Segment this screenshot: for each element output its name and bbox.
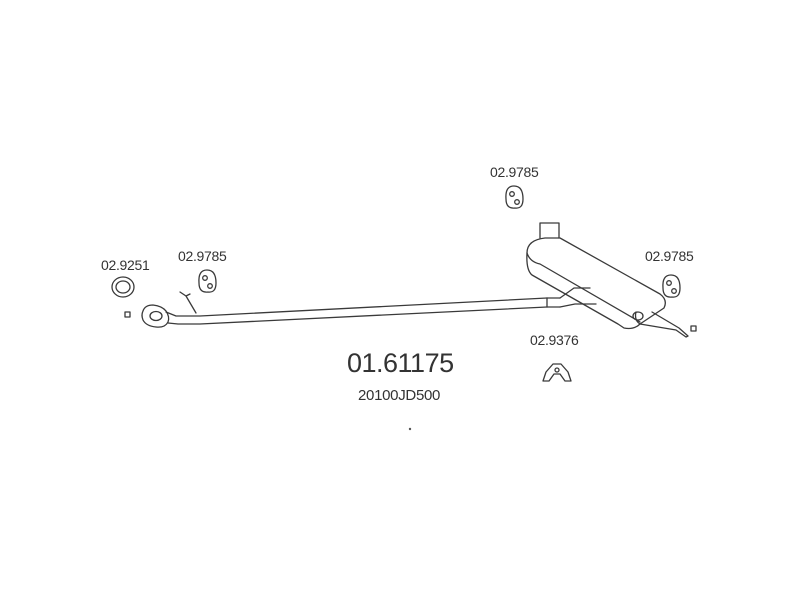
dot-marker (408, 427, 412, 431)
gasket-ring (111, 276, 135, 298)
right-hanger-part-number: 02.9785 (645, 248, 694, 264)
oem-number: 20100JD500 (358, 387, 440, 404)
top-rubber-hanger (505, 185, 524, 209)
front-end-marker (124, 311, 131, 318)
rear-end-marker (690, 325, 697, 332)
front-bracket (179, 291, 197, 314)
mount-part-number: 02.9376 (530, 332, 579, 348)
gasket-part-number: 02.9251 (101, 257, 150, 273)
right-rubber-hanger (662, 274, 681, 298)
main-part-number: 01.61175 (347, 348, 454, 378)
front-hanger-part-number: 02.9785 (178, 248, 227, 264)
rear-muffler (526, 222, 689, 338)
top-hanger-part-number: 02.9785 (490, 164, 539, 180)
front-rubber-hanger (198, 269, 217, 293)
front-flange (141, 304, 170, 328)
bottom-mount (542, 363, 572, 382)
intermediate-pipe (165, 287, 597, 325)
